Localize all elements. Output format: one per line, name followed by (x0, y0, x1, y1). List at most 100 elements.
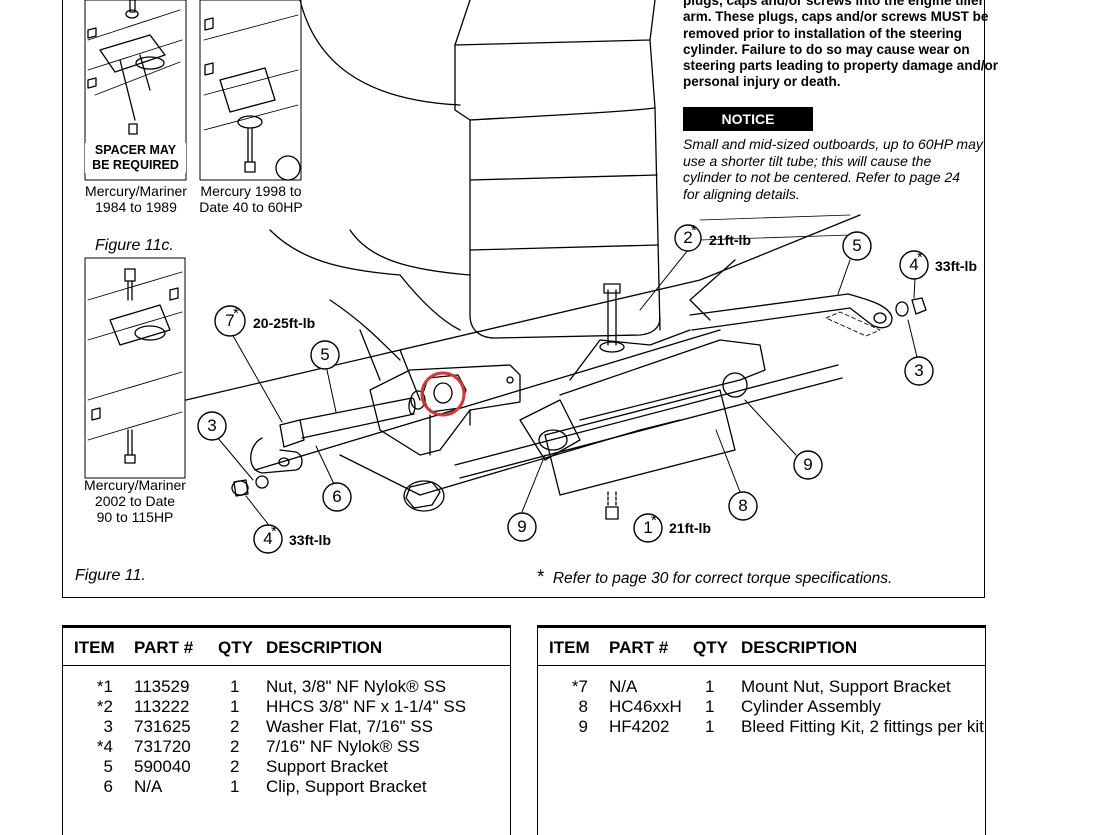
item-cell: *2 (96, 697, 113, 716)
header-description: DESCRIPTION (266, 638, 383, 657)
warning-line: cylinder. Failure to do so may cause wea… (683, 41, 970, 57)
cylinder-assembly (454, 283, 927, 520)
callout-number: 5 (320, 345, 330, 364)
item-cell: 8 (578, 697, 588, 716)
callout-number: 1 (643, 518, 653, 537)
qty-cell: 2 (230, 737, 240, 756)
figure-frame (62, 0, 985, 598)
part-number-cell: 113529 (134, 677, 190, 696)
callout-number: 5 (852, 236, 862, 255)
callout-number: 2 (683, 228, 693, 247)
item-cell: 3 (103, 717, 113, 736)
header-part: PART # (609, 638, 669, 657)
callout-number: 3 (207, 416, 217, 435)
header-qty: QTY (693, 638, 728, 657)
caption-line: 1984 to 1989 (95, 199, 177, 215)
qty-cell: 1 (705, 677, 715, 696)
left-support-bracket (231, 397, 416, 497)
qty-cell: 1 (705, 717, 715, 736)
caption-line: Date 40 to 60HP (199, 199, 303, 215)
item-cell: *4 (96, 737, 113, 756)
warning-line: personal injury or death. (683, 74, 841, 90)
callout-number: 8 (738, 496, 748, 515)
description-cell: HHCS 3/8" NF x 1-1/4" SS (266, 697, 467, 716)
torque-label: 20-25ft-lb (253, 315, 316, 331)
qty-cell: 1 (230, 777, 240, 796)
parts-table-left: ITEM PART # QTY DESCRIPTION *1 113529 1 Nut… (62, 625, 511, 835)
part-number-cell: 731720 (134, 737, 191, 756)
description-cell: Nut, 3/8" NF Nylok® SS (266, 677, 447, 696)
callout-number: 4 (263, 529, 273, 548)
inset-mercury-1998 (199, 0, 302, 181)
qty-cell: 1 (230, 677, 240, 696)
header-item: ITEM (74, 638, 115, 657)
callout-star: * (917, 249, 923, 266)
part-number-cell: 113222 (134, 697, 190, 716)
figure-11-label: Figure 11. (75, 567, 146, 584)
warning-line: removed prior to installation of the ste… (683, 25, 963, 41)
callout-number: 9 (803, 455, 813, 474)
caption-line: Mercury 1998 to (200, 183, 302, 199)
header-qty: QTY (218, 638, 253, 657)
callout-number: 9 (517, 517, 527, 536)
outboard-engine (269, 0, 661, 401)
header-part: PART # (134, 638, 194, 657)
caption-mercury-1998: Mercury 1998 to Date 40 to 60HP (196, 183, 306, 215)
tiller-mount (369, 364, 521, 512)
torque-label: 33ft-lb (935, 258, 977, 274)
warning-line: plugs, caps and/or screws into the engin… (683, 0, 984, 8)
part-number-cell: HF4202 (609, 717, 670, 736)
callout-star: * (271, 523, 277, 540)
caption-mercury-1984: Mercury/Mariner 1984 to 1989 (80, 183, 192, 215)
item-cell: *1 (96, 677, 113, 696)
table-row: *1 113529 1 Nut, 3/8" NF Nylok® SS (63, 677, 510, 697)
callout-number: 4 (909, 255, 919, 274)
notice-line: for aligning details. (683, 185, 800, 202)
notice-line: Small and mid-sized outboards, up to 60H… (683, 136, 983, 152)
callout-star: * (651, 512, 657, 529)
warning-line: arm. These plugs, caps and/or screws MUS… (683, 9, 989, 25)
part-number-cell: 590040 (134, 757, 191, 776)
part-number-cell: N/A (134, 777, 163, 796)
footnote-star: * (537, 567, 545, 588)
callout-circles (197, 224, 934, 554)
caption-line: 2002 to Date (94, 493, 176, 509)
table-row: 8 HC46xxH 1 Cylinder Assembly (538, 697, 985, 717)
part-number-cell: HC46xxH (609, 697, 682, 716)
header-item: ITEM (549, 638, 590, 657)
warning-line: steering parts leading to property damag… (683, 58, 999, 74)
torque-label: 21ft-lb (709, 232, 751, 248)
caption-line: Mercury/Mariner (85, 183, 187, 199)
qty-cell: 2 (230, 757, 240, 776)
spacer-note: SPACER MAY BE REQUIRED (85, 143, 186, 173)
leader-lines (216, 249, 918, 525)
caption-mercury-2002: Mercury/Mariner 2002 to Date 90 to 115HP (78, 477, 192, 525)
description-cell: Support Bracket (266, 757, 388, 776)
item-cell: 9 (578, 717, 588, 736)
part-number-cell: 731625 (134, 717, 191, 736)
callout-number: 6 (332, 487, 342, 506)
table-header: ITEM PART # QTY DESCRIPTION (538, 628, 985, 666)
torque-label: 33ft-lb (289, 532, 331, 548)
torque-label: 21ft-lb (669, 520, 711, 536)
transom-plate (185, 214, 881, 496)
notice-text: Small and mid-sized outboards, up to 60H… (683, 136, 983, 202)
notice-banner: NOTICE (683, 107, 813, 131)
description-cell: Cylinder Assembly (741, 697, 881, 716)
qty-cell: 1 (705, 697, 715, 716)
spacer-note-line: BE REQUIRED (92, 158, 179, 172)
description-cell: Washer Flat, 7/16" SS (266, 717, 433, 736)
footnote-text: Refer to page 30 for correct torque spec… (552, 570, 893, 587)
warning-text: plugs, caps and/or screws into the engin… (683, 0, 998, 91)
table-row: 3 731625 2 Washer Flat, 7/16" SS (63, 717, 510, 737)
highlight-circle (420, 371, 466, 417)
item-cell: *7 (571, 677, 588, 696)
description-cell: 7/16" NF Nylok® SS (266, 737, 420, 756)
qty-cell: 2 (230, 717, 240, 736)
